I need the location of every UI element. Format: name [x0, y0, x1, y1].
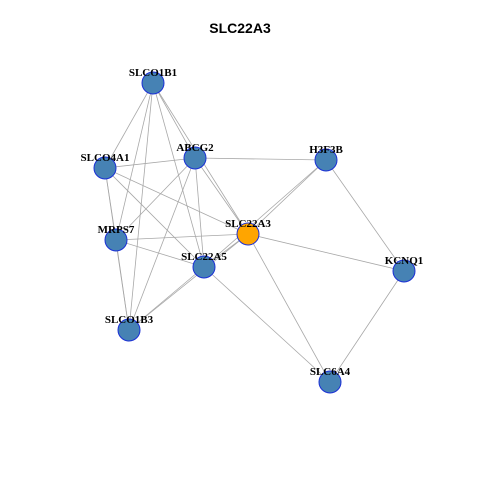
node-label: KCNQ1 [385, 255, 424, 267]
edge-h3f3b-kcnq1 [325, 159, 405, 272]
node-slco1b1: SLCO1B1 [129, 67, 177, 95]
node-label: SLCO1B3 [105, 314, 154, 326]
node-abcg2: ABCG2 [176, 142, 214, 170]
node-mrps7: MRPS7 [98, 224, 135, 252]
node-circle [93, 156, 117, 180]
node-circle [104, 228, 128, 252]
node-circle [314, 148, 338, 172]
node-circle [392, 259, 416, 283]
node-circle [117, 318, 141, 342]
edge-h3f3b-slc22a5 [203, 159, 327, 268]
edge-abcg2-slco1b3 [128, 157, 196, 331]
node-label: MRPS7 [98, 224, 135, 236]
node-slco1b3: SLCO1B3 [105, 314, 154, 342]
edge-slc22a3-kcnq1 [247, 233, 405, 272]
edge-h3f3b-slc22a3 [247, 159, 327, 235]
node-label: SLCO4A1 [81, 152, 130, 164]
edge-abcg2-slc22a3 [194, 157, 249, 235]
edge-slc22a5-slc6a4 [203, 266, 331, 383]
node-label: SLC6A4 [310, 366, 351, 378]
edge-kcnq1-slc6a4 [329, 270, 405, 383]
node-slc22a5: SLC22A5 [181, 251, 227, 279]
edge-slco4a1-slc22a5 [104, 167, 205, 268]
node-circle [192, 255, 216, 279]
node-circle [183, 146, 207, 170]
diagram-title: SLC22A3 [209, 20, 271, 36]
node-circle [318, 370, 342, 394]
edge-slc22a3-mrps7 [115, 233, 249, 241]
node-circle [141, 71, 165, 95]
edge-slc22a5-slco1b3 [128, 266, 205, 331]
node-label: ABCG2 [176, 142, 214, 154]
node-label: H3F3B [309, 144, 343, 156]
edge-slco4a1-slc22a3 [104, 167, 249, 235]
node-slc22a3: SLC22A3 [225, 218, 271, 246]
node-kcnq1: KCNQ1 [385, 255, 424, 283]
node-slc6a4: SLC6A4 [310, 366, 351, 394]
node-label: SLC22A3 [225, 218, 271, 230]
node-label: SLC22A5 [181, 251, 227, 263]
edge-slco1b1-slco4a1 [104, 82, 154, 169]
edge-slco1b1-slco1b3 [128, 82, 154, 331]
node-circle [236, 222, 260, 246]
edge-mrps7-slc22a5 [115, 239, 205, 268]
edge-slco4a1-abcg2 [104, 157, 196, 169]
edge-abcg2-mrps7 [115, 157, 196, 241]
node-label: SLCO1B1 [129, 67, 177, 79]
node-h3f3b: H3F3B [309, 144, 343, 172]
edge-slc22a3-slco1b3 [128, 233, 249, 331]
edge-abcg2-h3f3b [194, 157, 327, 161]
edge-mrps7-slco1b3 [115, 239, 130, 331]
edge-slco1b1-abcg2 [152, 82, 196, 159]
node-slco4a1: SLCO4A1 [81, 152, 130, 180]
edge-abcg2-slc22a5 [194, 157, 205, 268]
edge-slco1b1-mrps7 [115, 82, 154, 241]
edge-slc22a3-slc6a4 [247, 233, 331, 383]
